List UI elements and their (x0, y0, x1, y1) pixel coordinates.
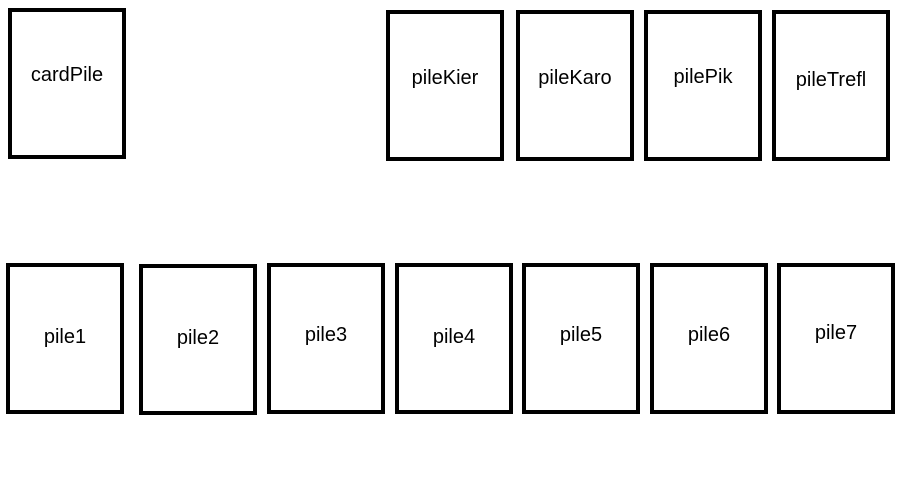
card-pile-label: cardPile (30, 64, 104, 86)
pile-pik-label: pilePik (673, 66, 733, 88)
pile-5-box: pile5 (522, 263, 640, 414)
pile-trefl-box: pileTrefl (772, 10, 890, 161)
pile-3-box: pile3 (267, 263, 385, 414)
pile-4-box: pile4 (395, 263, 513, 414)
pile-7-box: pile7 (777, 263, 895, 414)
pile-5-label: pile5 (559, 324, 603, 346)
pile-2-box: pile2 (139, 264, 257, 415)
pile-4-label: pile4 (432, 326, 476, 348)
pile-kier-label: pileKier (411, 67, 479, 89)
pile-6-box: pile6 (650, 263, 768, 414)
pile-karo-label: pileKaro (538, 67, 612, 89)
pile-2-label: pile2 (176, 327, 220, 349)
pile-7-label: pile7 (814, 322, 858, 344)
pile-kier-box: pileKier (386, 10, 504, 161)
pile-pik-box: pilePik (644, 10, 762, 161)
pile-1-box: pile1 (6, 263, 124, 414)
pile-1-label: pile1 (43, 326, 87, 348)
pile-6-label: pile6 (687, 324, 731, 346)
pile-karo-box: pileKaro (516, 10, 634, 161)
pile-3-label: pile3 (304, 324, 348, 346)
card-pile-box: cardPile (8, 8, 126, 159)
pile-trefl-label: pileTrefl (795, 69, 867, 91)
